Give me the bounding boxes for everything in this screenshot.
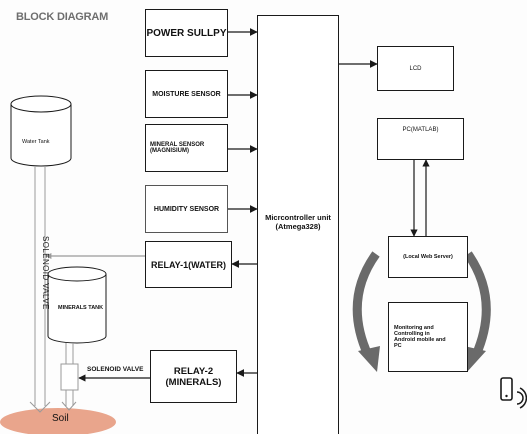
wifi-icon: [516, 387, 527, 409]
monitoring-label-line3: Android mobile and: [394, 337, 446, 343]
minerals-valve-shape: [60, 363, 79, 391]
soil-label: Soil: [52, 413, 69, 424]
monitoring-block: Monitoring and Controlling in Android mo…: [388, 302, 468, 372]
solenoid-valve-vertical-label: SOLENOID VALVE: [41, 236, 50, 310]
humidity-sensor-label: HUMIDITY SENSOR: [153, 205, 220, 213]
soil-shape: [0, 408, 116, 434]
relay2-label: RELAY-2: [173, 365, 214, 377]
monitoring-label-line4: PC: [394, 343, 402, 349]
minerals-tank-label: MINERALS TANK: [58, 305, 104, 311]
solenoid-valve-label: SOLENOID VALVE: [87, 366, 144, 373]
mineral-sensor-sublabel: (MAGNISIUM): [150, 148, 189, 154]
microcontroller-sublabel: (Atmega328): [275, 222, 321, 231]
humidity-sensor-block: HUMIDITY SENSOR: [145, 185, 228, 233]
relay1-block: RELAY-1(WATER): [145, 241, 232, 288]
phone-icon: [500, 377, 513, 401]
lcd-block: LCD: [377, 46, 454, 91]
relay2-block: RELAY-2 (MINERALS): [150, 350, 237, 403]
pc-block: PC(MATLAB): [377, 118, 464, 160]
diagram-title: BLOCK DIAGRAM: [16, 11, 109, 23]
minerals-pipe: [60, 343, 79, 411]
microcontroller-block: Micrcontroller unit (Atmega328): [257, 15, 339, 434]
mineral-sensor-block: MINERAL SENSOR (MAGNISIUM): [145, 124, 228, 172]
lcd-label: LCD: [409, 65, 422, 72]
water-tank-label: Water Tank: [22, 139, 50, 145]
minerals-tank-shape: [47, 266, 107, 344]
left-curved-arrow: [352, 251, 380, 372]
local-web-server-label: (Local Web Server): [403, 254, 453, 260]
monitoring-label-line1: Monitoring and: [394, 325, 434, 331]
moisture-sensor-label: MOISTURE SENSOR: [152, 90, 221, 98]
moisture-sensor-block: MOISTURE SENSOR: [145, 70, 228, 118]
microcontroller-label: Micrcontroller unit: [265, 213, 331, 222]
relay2-sublabel: (MINERALS): [165, 376, 222, 388]
monitoring-label-line2: Controlling in: [394, 331, 430, 337]
mineral-sensor-label: MINERAL SENSOR: [150, 142, 205, 148]
pc-label: PC(MATLAB): [402, 127, 439, 133]
power-supply-label: POWER SULLPY: [146, 27, 227, 39]
relay1-label: RELAY-1(WATER): [150, 259, 226, 270]
water-tank-shape: [10, 95, 72, 167]
local-web-server-block: (Local Web Server): [388, 236, 468, 278]
power-supply-block: POWER SULLPY: [145, 9, 228, 57]
right-curved-arrow: [464, 251, 491, 372]
water-pipe: [29, 167, 51, 413]
